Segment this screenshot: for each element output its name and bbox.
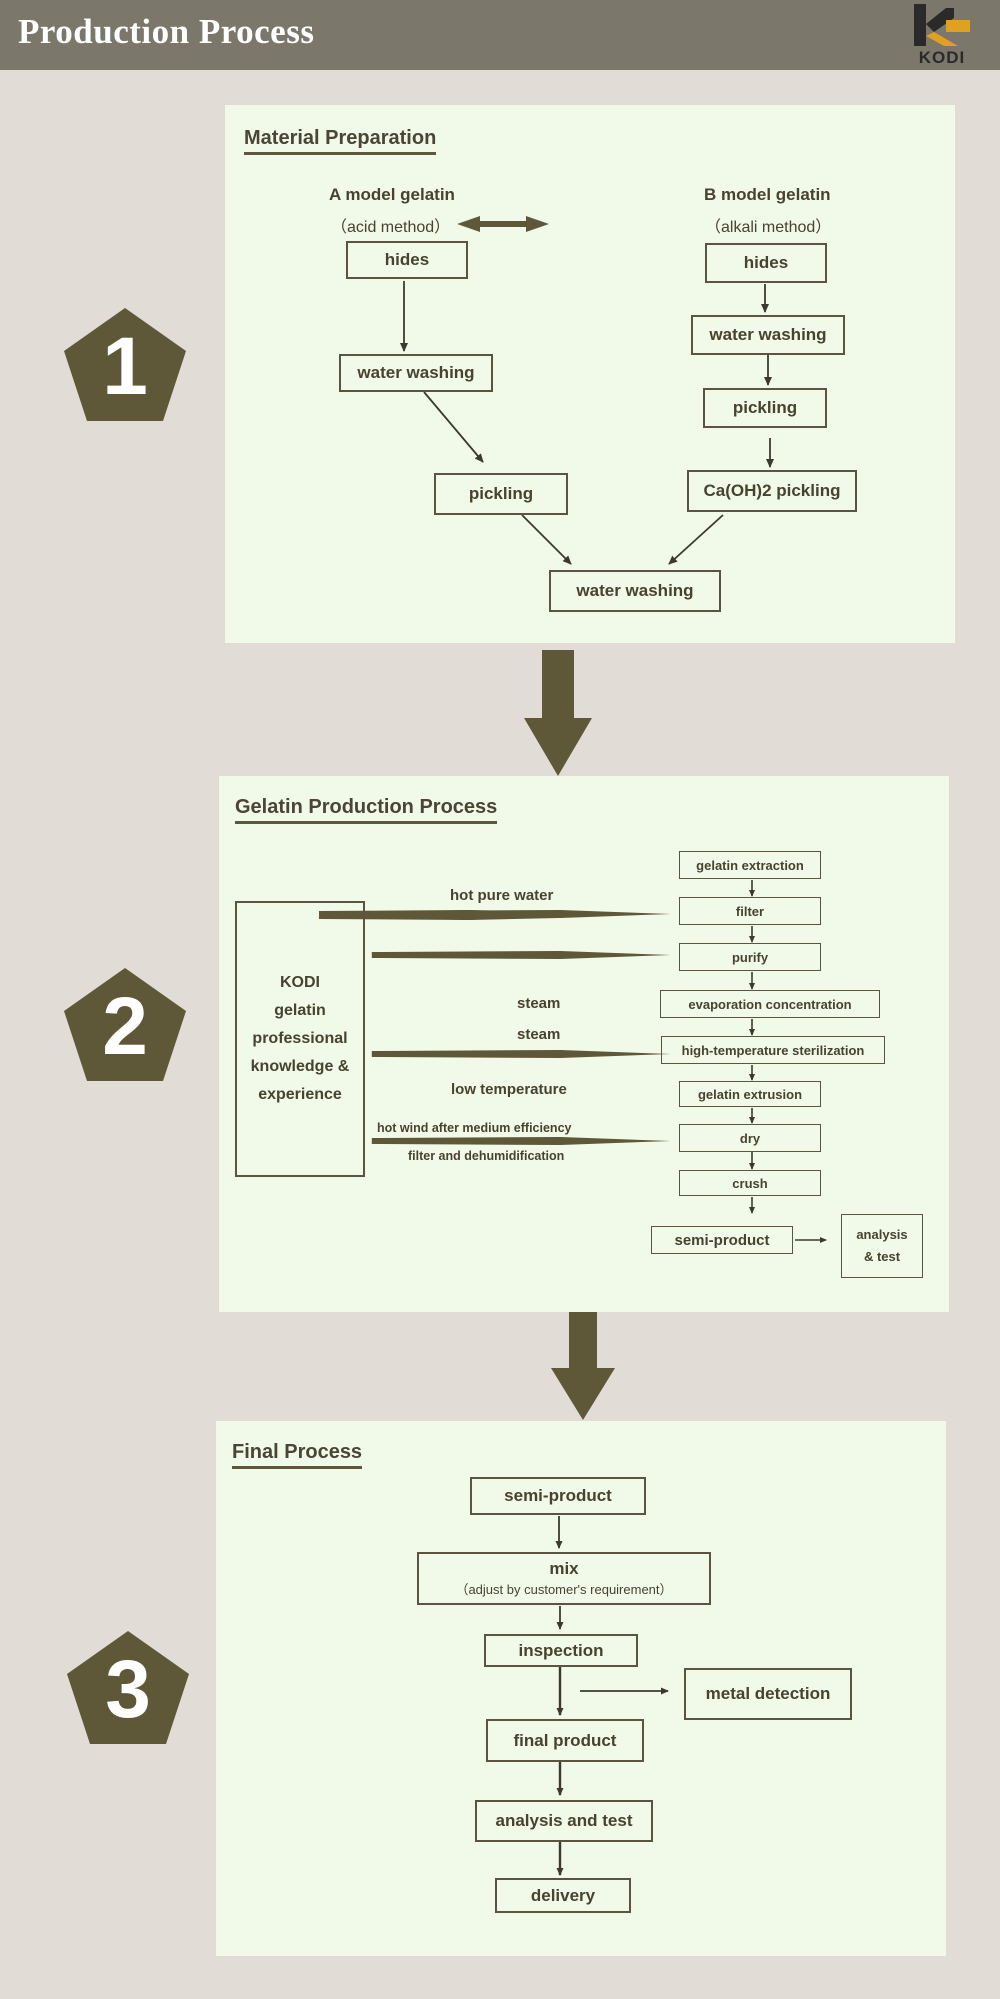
step-semi-product: semi-product [651, 1226, 793, 1254]
step-dry: dry [679, 1124, 821, 1152]
a-water-washing-box: water washing [339, 354, 493, 392]
step-high-temperature-sterilization: high-temperature sterilization [661, 1036, 885, 1064]
step-number: 1 [102, 321, 148, 412]
final-process-panel: Final Process semi-product mix （adjust b… [216, 1421, 946, 1956]
section2-connectors [319, 880, 827, 1243]
a-model-method: （acid method） [331, 219, 451, 236]
section-title: Gelatin Production Process [235, 796, 498, 824]
step-1-badge: 1 [60, 305, 190, 425]
label-low-temperature: low temperature [451, 1081, 567, 1098]
kodi-line: KODI [280, 974, 320, 991]
delivery-box: delivery [495, 1878, 631, 1913]
step-crush: crush [679, 1170, 821, 1196]
metal-detection-box: metal detection [684, 1668, 852, 1720]
mix-box: mix （adjust by customer's requirement） [417, 1552, 711, 1605]
pentagon-icon [64, 308, 186, 421]
semi-product-box: semi-product [470, 1477, 646, 1515]
b-water-washing-box: water washing [691, 315, 845, 355]
label-hot-wind: hot wind after medium efficiency [377, 1121, 572, 1135]
inspection-box: inspection [484, 1634, 638, 1667]
section-title: Material Preparation [244, 127, 437, 155]
kodi-line: professional [252, 1030, 348, 1047]
label-steam: steam [517, 1026, 561, 1043]
b-hides-box: hides [705, 243, 827, 283]
step-gelatin-extrusion: gelatin extrusion [679, 1081, 821, 1107]
kodi-logo-mark-icon [914, 4, 970, 46]
section-down-arrow-icon [551, 1312, 615, 1420]
step-number: 3 [105, 1644, 151, 1735]
kodi-line: gelatin [274, 1002, 326, 1019]
pentagon-icon [64, 968, 186, 1081]
section-title: Final Process [232, 1441, 363, 1469]
section3-connectors [555, 1516, 669, 1876]
b-pickling-box: pickling [703, 388, 827, 428]
step-evaporation-concentration: evaporation concentration [660, 990, 880, 1018]
step-purify: purify [679, 943, 821, 971]
kodi-logo: KODI [906, 2, 978, 68]
mix-note: （adjust by customer's requirement） [455, 1582, 673, 1597]
step-2-badge: 2 [60, 965, 190, 1085]
kodi-line: experience [258, 1086, 342, 1103]
pentagon-icon [67, 1631, 189, 1744]
step-3-badge: 3 [63, 1628, 193, 1748]
gelatin-production-panel: Gelatin Production Process KODI gelatin … [219, 776, 949, 1312]
section1-connectors [400, 216, 774, 565]
material-preparation-panel: Material Preparation A model gelatin （ac… [225, 105, 955, 643]
analysis-and-test-box: analysis and test [475, 1800, 653, 1842]
kodi-line: knowledge & [250, 1058, 350, 1075]
b-caoh-pickling-box: Ca(OH)2 pickling [687, 470, 857, 512]
a-model-title: A model gelatin [329, 185, 455, 204]
a-pickling-box: pickling [434, 473, 568, 515]
analysis-line: analysis [856, 1227, 908, 1242]
page-header: Production Process KODI [0, 0, 1000, 70]
label-steam: steam [517, 995, 561, 1012]
analysis-test-box: analysis & test [841, 1214, 923, 1278]
kodi-knowledge-box: KODI gelatin professional knowledge & ex… [235, 901, 365, 1177]
page-title: Production Process [18, 12, 315, 51]
step-number: 2 [102, 981, 148, 1072]
a-hides-box: hides [346, 241, 468, 279]
final-water-washing-box: water washing [549, 570, 721, 612]
label-hot-pure-water: hot pure water [450, 887, 554, 904]
logo-text: KODI [918, 48, 966, 67]
section-down-arrow-icon [524, 650, 592, 776]
b-model-method: （alkali method） [705, 219, 832, 236]
step-gelatin-extraction: gelatin extraction [679, 851, 821, 879]
label-hot-wind-filter: filter and dehumidification [408, 1149, 565, 1163]
mix-label: mix [549, 1559, 579, 1578]
analysis-line: & test [863, 1249, 901, 1264]
b-model-title: B model gelatin [704, 185, 831, 204]
final-product-box: final product [486, 1719, 644, 1762]
step-filter: filter [679, 897, 821, 925]
